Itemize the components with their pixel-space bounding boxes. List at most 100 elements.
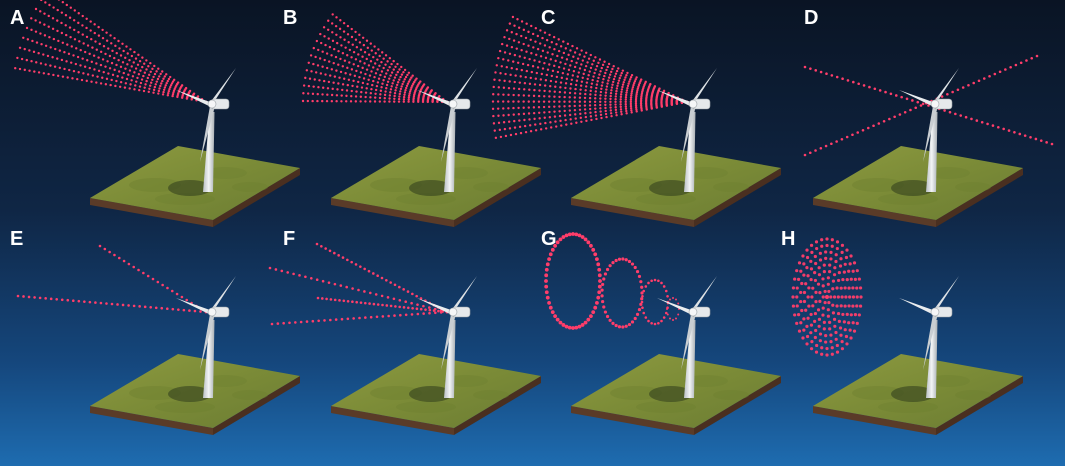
beam-dot [119, 54, 123, 57]
beam-dot [613, 75, 617, 78]
beam-dot [14, 66, 17, 70]
beam-dot [335, 94, 339, 97]
beam-dot [407, 80, 411, 83]
beam-dot [57, 0, 60, 1]
beam-dot [603, 60, 606, 63]
beam-dot [127, 262, 131, 266]
beam-dot [832, 273, 837, 277]
blade [417, 90, 452, 107]
beam-dot [594, 68, 597, 71]
beam-dot [161, 283, 164, 287]
beam-dot [110, 42, 113, 45]
beam-dot [809, 323, 814, 327]
beam-dot [604, 100, 607, 104]
beam-dot [554, 80, 558, 84]
beam-dot [809, 67, 812, 70]
beam-dot [558, 95, 561, 99]
beam-dot [72, 69, 76, 73]
beam-dot [357, 53, 360, 56]
beam-dot [619, 95, 623, 99]
beam-dot [404, 300, 408, 304]
beam-dot [199, 310, 202, 313]
beam-dot [810, 250, 814, 254]
beam-dot [590, 82, 594, 85]
beam-dot [640, 291, 644, 295]
beam-dot [851, 269, 855, 273]
beam-dot [819, 70, 823, 74]
beam-dot [128, 69, 132, 72]
beam-dot [374, 293, 378, 296]
beam-dot [351, 300, 354, 304]
beam-dot [25, 58, 29, 62]
beam-dot [86, 59, 89, 62]
beam-dot [569, 87, 572, 90]
beam-dot [105, 302, 108, 305]
beam-dot [954, 112, 957, 116]
beam-dot [851, 133, 854, 137]
hub [688, 99, 698, 109]
beam-dot [583, 237, 588, 242]
beam-dot [620, 88, 624, 91]
beam-dot [126, 52, 129, 55]
beam-dot [497, 86, 501, 89]
beam-dot [385, 278, 388, 282]
beam-dot [818, 290, 822, 295]
beam-dot [367, 269, 371, 273]
beam-dot [562, 67, 566, 70]
beam-dot [595, 86, 598, 90]
beam-dot [39, 62, 43, 65]
beam-dot [516, 61, 520, 64]
beam-dot [619, 105, 622, 109]
beam-dot [360, 86, 364, 89]
beam-dot [97, 34, 101, 37]
beam-dot [571, 44, 574, 48]
beam-dot [967, 83, 970, 87]
beam-dot [539, 78, 543, 81]
beam-dot [549, 84, 552, 88]
beam-dot [117, 39, 120, 43]
beam-dot [970, 117, 973, 121]
beam-dot [396, 81, 400, 84]
beam-dot [103, 247, 107, 251]
beam-dot [635, 270, 640, 274]
beam-dot [578, 53, 581, 56]
beam-dot [335, 69, 338, 72]
beam-dot [137, 53, 140, 57]
beam-dot [507, 113, 510, 117]
beam-dot [310, 70, 313, 73]
beam-dot [539, 29, 542, 32]
beam-dot [592, 75, 595, 78]
beam-dot [301, 99, 305, 103]
beam-dot [97, 25, 100, 29]
beam-dot [516, 18, 519, 21]
beam-dot [800, 308, 804, 313]
beam-dot [844, 334, 849, 339]
beam-dot [677, 313, 680, 316]
beam-dot [42, 72, 46, 75]
beam-dot [113, 37, 116, 40]
beam-dot [614, 95, 617, 98]
beam-dot [565, 77, 569, 81]
beam-dot [621, 69, 625, 72]
beam-dot [384, 63, 387, 66]
beam-dot [807, 304, 811, 308]
beam-dot [346, 54, 349, 57]
beam-dot [548, 115, 552, 119]
blade [690, 276, 717, 312]
beam-dot [166, 286, 169, 290]
beam-dot [567, 232, 572, 237]
beam-dot [606, 82, 609, 85]
beam-dot [411, 84, 414, 87]
beam-dot [383, 100, 386, 103]
beam-dot [579, 88, 582, 91]
beam-dot [43, 34, 47, 37]
beam-dot [333, 251, 336, 255]
beam-dot [675, 317, 677, 320]
beam-dot [339, 19, 342, 22]
beam-dot [634, 96, 638, 100]
beam-dot [58, 49, 62, 52]
beam-dot [542, 100, 546, 103]
beam-dot [539, 55, 543, 58]
beam-dot [162, 90, 165, 94]
beam-dot [830, 74, 834, 77]
